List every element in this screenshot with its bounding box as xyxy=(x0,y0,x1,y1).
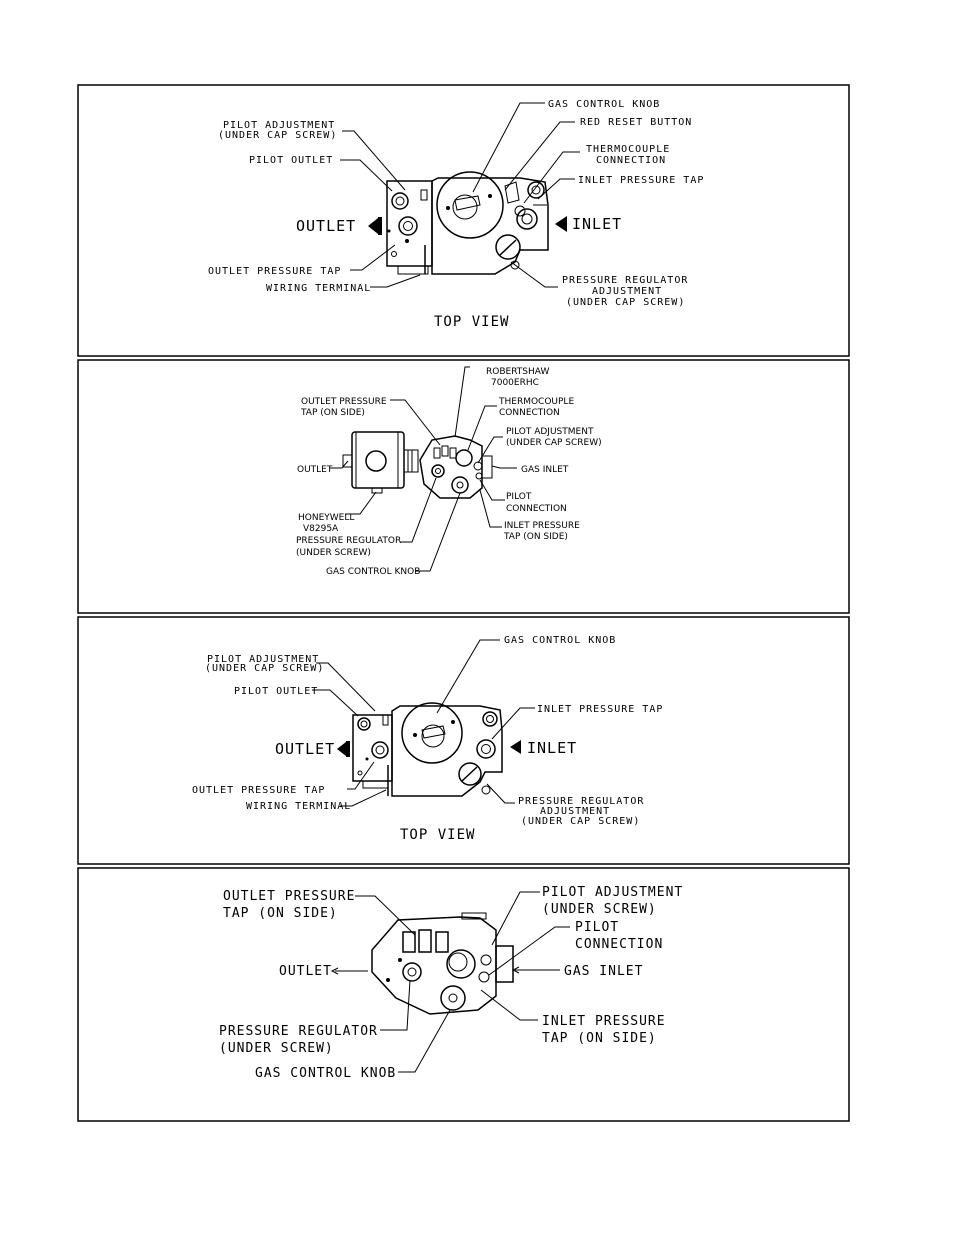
p3-pilot-adjustment-label: PILOT ADJUSTMENT xyxy=(207,654,319,665)
p2-inlet-pressure-label: INLET PRESSURE xyxy=(504,521,580,531)
p3-top-view-label: TOP VIEW xyxy=(400,827,475,843)
panel-1-valve-drawing xyxy=(368,171,567,275)
p2-outlet-label: OUTLET xyxy=(297,465,333,475)
p1-top-view-label: TOP VIEW xyxy=(434,314,509,330)
p1-pressure-regulator-label: PRESSURE REGULATOR xyxy=(562,275,688,286)
panel-4-valve-drawing xyxy=(371,912,514,1015)
p1-wiring-terminal-label: WIRING TERMINAL xyxy=(266,283,371,294)
p2-pressure-regulator-label: PRESSURE REGULATOR xyxy=(296,536,401,546)
p3-pressure-regulator-label: PRESSURE REGULATOR xyxy=(518,796,644,807)
panel-2-frame xyxy=(77,359,850,614)
p3-inlet-label: INLET xyxy=(527,739,577,757)
p1-gas-control-knob-label: GAS CONTROL KNOB xyxy=(548,99,660,110)
p4-pilot-label: PILOT xyxy=(575,920,619,935)
p4-gas-control-knob-label: GAS CONTROL KNOB xyxy=(255,1066,396,1081)
p1-red-reset-button-label: RED RESET BUTTON xyxy=(580,117,692,128)
p4-pilot-adjustment-label: PILOT ADJUSTMENT xyxy=(542,885,683,900)
p3-under-cap-screw-label: (UNDER CAP SCREW) xyxy=(521,816,640,827)
p2-gas-control-knob-label: GAS CONTROL KNOB xyxy=(326,567,420,577)
p2-pilot-label: PILOT xyxy=(506,492,532,502)
p4-pr-under-screw-label: (UNDER SCREW) xyxy=(219,1041,334,1056)
p1-thermocouple-label: THERMOCOUPLE xyxy=(586,144,670,155)
p4-pressure-regulator-label: PRESSURE REGULATOR xyxy=(219,1024,378,1039)
p3-outlet-pressure-tap-label: OUTLET PRESSURE TAP xyxy=(192,785,325,796)
panel-1-leaders xyxy=(340,102,580,288)
panel-4-labels: OUTLET PRESSURE TAP (ON SIDE) PILOT ADJU… xyxy=(219,885,683,1081)
p2-under-screw-label: (UNDER SCREW) xyxy=(296,548,371,558)
panel-2-labels: ROBERTSHAW 7000ERHC OUTLET PRESSURE TAP … xyxy=(296,367,602,577)
p4-outlet-label: OUTLET xyxy=(279,964,332,979)
p3-pilot-adjustment-sub-label: (UNDER CAP SCREW) xyxy=(205,663,324,674)
p1-adjustment-label: ADJUSTMENT xyxy=(592,286,662,297)
p2-honeywell-model-label: V8295A xyxy=(303,524,339,534)
p1-inlet-label: INLET xyxy=(572,215,622,233)
p4-inlet-tap-on-side-label: TAP (ON SIDE) xyxy=(542,1031,657,1046)
p2-robertshaw-label: ROBERTSHAW xyxy=(486,367,549,377)
p3-inlet-pressure-tap-label: INLET PRESSURE TAP xyxy=(537,704,663,715)
panel-2-leaders xyxy=(330,366,517,572)
p2-outlet-pressure-label: OUTLET PRESSURE xyxy=(301,397,387,407)
panel-1-frame xyxy=(77,84,850,357)
p2-robertshaw-model-label: 7000ERHC xyxy=(491,378,539,388)
panel-3-valve-drawing xyxy=(337,702,521,797)
p4-gas-inlet-label: GAS INLET xyxy=(564,964,643,979)
panel-4-frame xyxy=(77,867,850,1122)
p1-pilot-outlet-label: PILOT OUTLET xyxy=(249,155,333,166)
p3-wiring-terminal-label: WIRING TERMINAL xyxy=(246,801,351,812)
p3-pilot-outlet-label: PILOT OUTLET xyxy=(234,686,318,697)
p1-pilot-adjustment-sub-label: (UNDER CAP SCREW) xyxy=(218,130,337,141)
p3-adjustment-label: ADJUSTMENT xyxy=(540,806,610,817)
p2-gas-inlet-label: GAS INLET xyxy=(521,465,569,475)
p1-inlet-pressure-tap-label: INLET PRESSURE TAP xyxy=(578,175,704,186)
panel-3-labels: PILOT ADJUSTMENT (UNDER CAP SCREW) PILOT… xyxy=(192,635,663,843)
p4-connection-label: CONNECTION xyxy=(575,937,663,952)
p3-gas-control-knob-label: GAS CONTROL KNOB xyxy=(504,635,616,646)
p2-pilot-connection-label: CONNECTION xyxy=(506,504,567,514)
p4-inlet-pressure-label: INLET PRESSURE xyxy=(542,1014,666,1029)
p1-connection-label: CONNECTION xyxy=(596,155,666,166)
panel-4-leaders xyxy=(330,891,570,1073)
panel-1-labels: PILOT ADJUSTMENT (UNDER CAP SCREW) PILOT… xyxy=(208,99,704,330)
p3-outlet-label: OUTLET xyxy=(275,740,335,758)
p2-tap-on-side-label: TAP (ON SIDE) xyxy=(300,408,365,418)
p1-under-cap-screw-label: (UNDER CAP SCREW) xyxy=(566,297,685,308)
p2-honeywell-label: HONEYWELL xyxy=(298,513,354,523)
panel-2-valve-drawing xyxy=(342,431,493,499)
p4-under-screw-label: (UNDER SCREW) xyxy=(542,902,657,917)
p4-tap-on-side-label: TAP (ON SIDE) xyxy=(223,906,338,921)
panel-3-frame xyxy=(77,616,850,865)
p1-outlet-label: OUTLET xyxy=(296,217,356,235)
panel-3-leaders xyxy=(312,639,535,807)
p1-outlet-pressure-tap-label: OUTLET PRESSURE TAP xyxy=(208,266,341,277)
p2-thermocouple-label: THERMOCOUPLE xyxy=(498,397,574,407)
p2-inlet-tap-on-side-label: TAP (ON SIDE) xyxy=(503,532,568,542)
p1-pilot-adjustment-label: PILOT ADJUSTMENT xyxy=(223,120,335,131)
p2-pilot-adjustment-label: PILOT ADJUSTMENT xyxy=(506,427,594,437)
p4-outlet-pressure-label: OUTLET PRESSURE xyxy=(223,889,355,904)
p2-under-cap-screw-label: (UNDER CAP SCREW) xyxy=(506,438,602,448)
p2-connection-label: CONNECTION xyxy=(499,408,560,418)
